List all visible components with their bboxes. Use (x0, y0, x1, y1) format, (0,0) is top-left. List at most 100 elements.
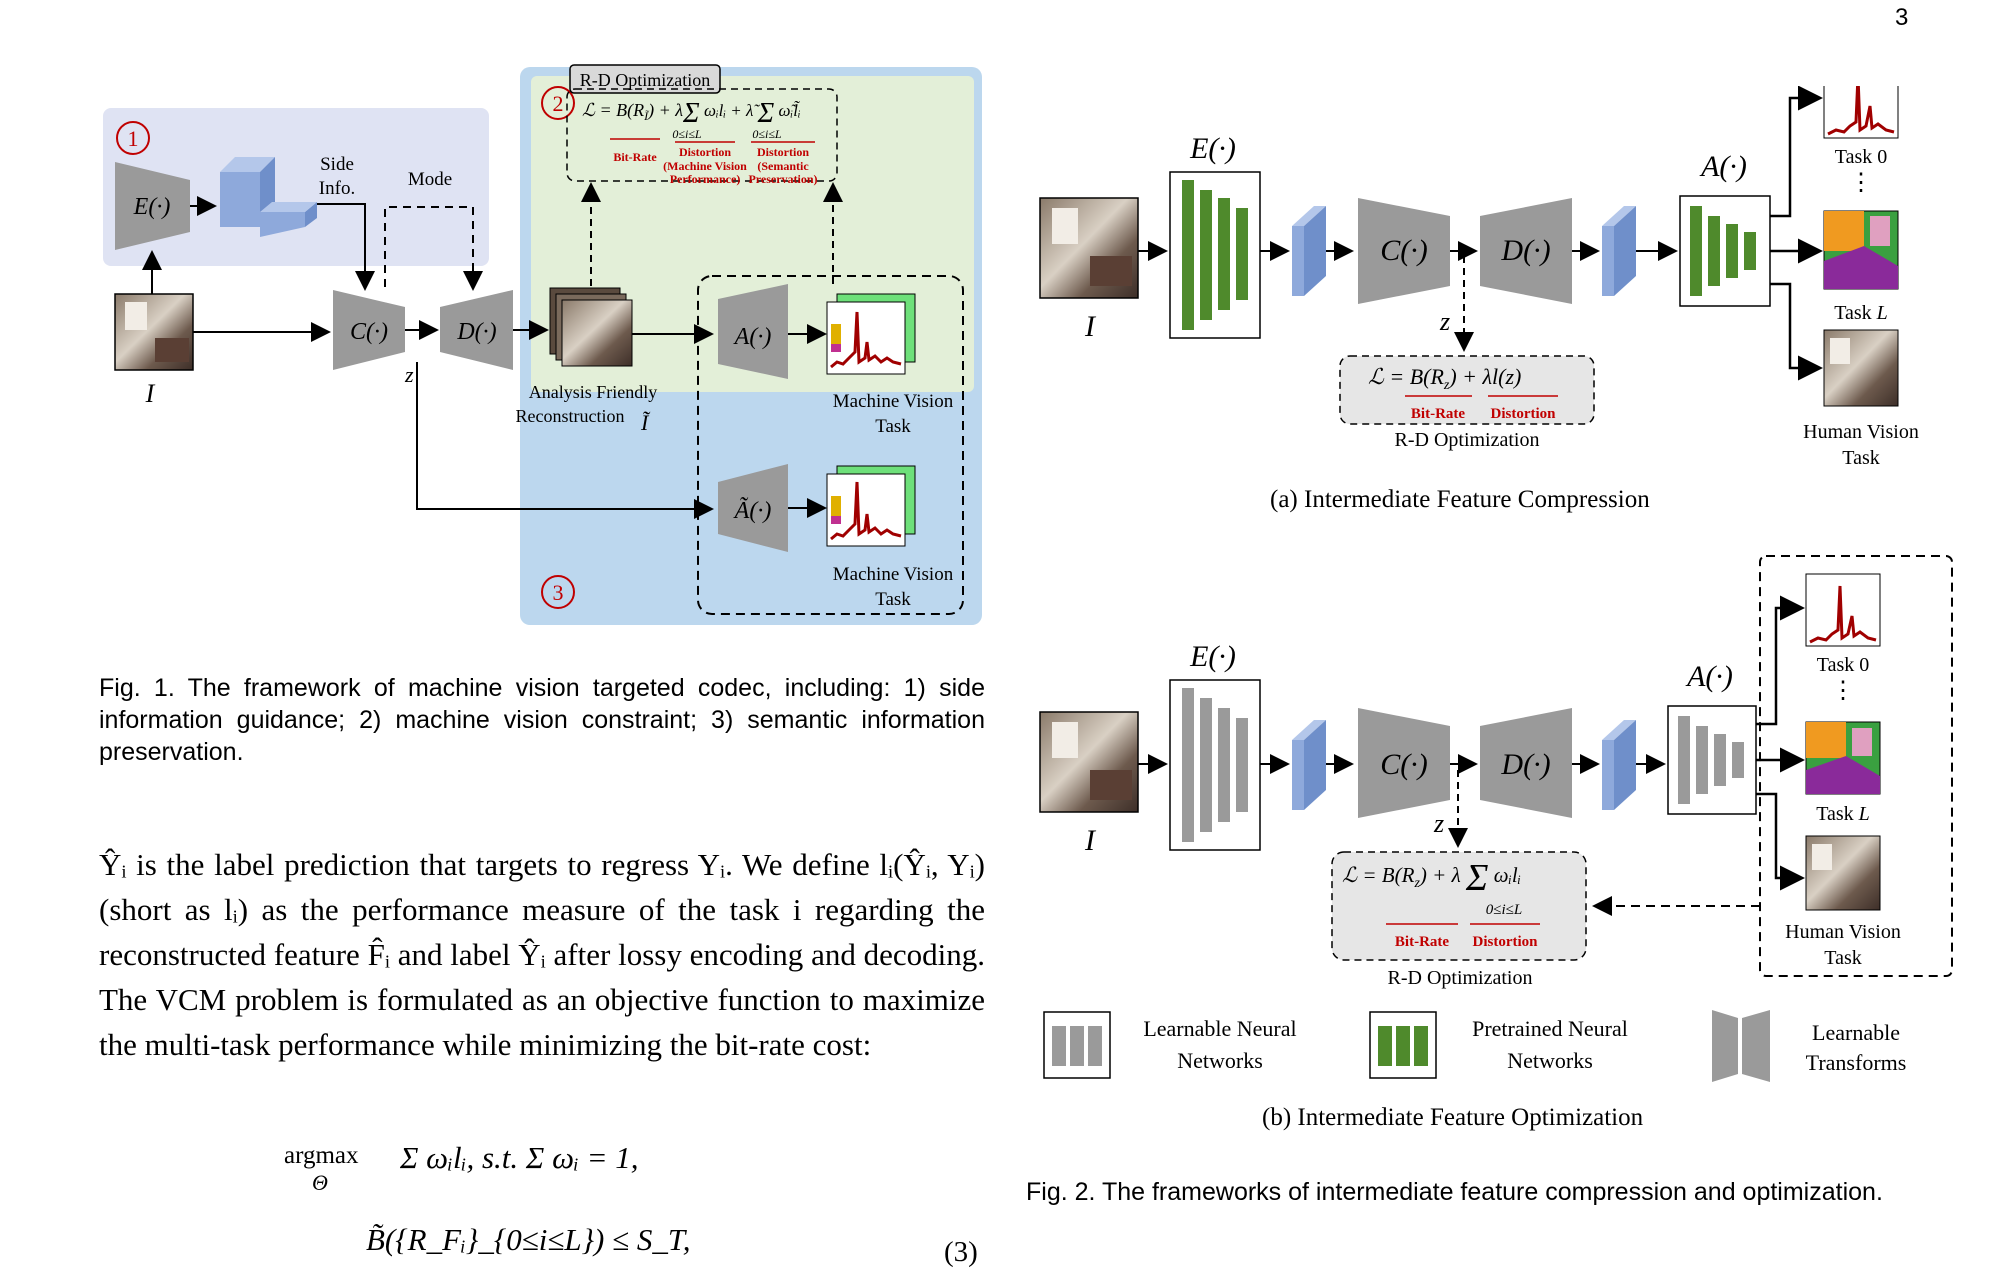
fig2a-compress-label: C(·) (1380, 234, 1428, 267)
side-info-cube (220, 157, 317, 237)
fig2a-bitrate: Bit-Rate (1411, 406, 1465, 422)
fig2b-task0-label: Task 0 (1817, 654, 1869, 676)
fig2b-rd-label: R-D Optimization (1388, 967, 1533, 989)
decompress-label: D(·) (456, 319, 496, 345)
recon-symbol: Ĩ (640, 410, 651, 435)
fig2a-subcaption: (a) Intermediate Feature Compression (1270, 486, 1650, 513)
fig2b-decompress-label: D(·) (1500, 748, 1550, 781)
circle-3-label: 3 (553, 580, 564, 605)
fig2b-encoder-label: E(·) (1189, 640, 1236, 673)
fig2a-rd-box (1339, 355, 1595, 425)
rd-distortion-1-sub: (Machine Vision (663, 159, 747, 173)
figure-2b: I E(·) C(·) D(·) A(·) Task 0 ⋮ Ta (1039, 555, 1953, 1082)
fig2b-latent-label: z (1433, 809, 1444, 838)
fig1-input-label: I (145, 379, 156, 408)
eq-theta: Θ (312, 1170, 328, 1195)
fig2b-tasks-region (1759, 555, 1953, 977)
recon-image-stack (549, 287, 633, 367)
eq-argmax: argmax (284, 1142, 359, 1169)
fig2b-feature-cube-1 (1292, 720, 1326, 810)
fig2a-dots: ⋮ (1849, 170, 1873, 196)
eq-number: (3) (944, 1236, 978, 1268)
fig2a-human-label-2: Task (1842, 447, 1879, 469)
fig2b-human-label-2: Task (1824, 947, 1861, 969)
compress-trapezoid (333, 290, 405, 370)
fig2b-formula: ℒ = B(Rz) + λ Σ ωᵢlᵢ (1342, 857, 1521, 899)
equation-3: argmax Θ Σ ωᵢlᵢ, s.t. Σ ωᵢ = 1, B̃({R_Fᵢ… (280, 1140, 990, 1268)
fig2a-human-label-1: Human Vision (1803, 421, 1919, 443)
fig2a-input-label: I (1084, 310, 1097, 343)
rd-bitrate: Bit-Rate (613, 150, 657, 164)
figure-2a: I E(·) C(·) D(·) A(·) Task 0 ⋮ (1039, 86, 1919, 469)
rd-box-title: R-D Optimization (580, 70, 710, 90)
fig2a-task0-label: Task 0 (1835, 146, 1887, 168)
legend-learnable-transforms-label-1: Learnable (1812, 1020, 1900, 1045)
fig2b-compress-label: C(·) (1380, 748, 1428, 781)
latent-label: z (404, 362, 414, 387)
legend-learnable-transforms-label-2: Transforms (1806, 1050, 1907, 1075)
fig2b-decompress (1480, 708, 1572, 818)
rd-distortion-2-sub: (Semantic (757, 159, 809, 173)
mv-task-label-2a: Machine Vision (833, 564, 954, 585)
fig2-caption: Fig. 2. The frameworks of intermediate f… (1026, 1178, 1883, 1206)
fig2a-compress (1358, 198, 1450, 304)
fig2b-input-label: I (1084, 824, 1097, 857)
mv-task-label-1a: Machine Vision (833, 391, 954, 412)
region-1-panel (103, 108, 489, 266)
side-info-label: Side (320, 154, 354, 175)
fig2b-compress (1358, 708, 1450, 818)
rd-sum-range-1: 0≤i≤L (672, 127, 702, 141)
circle-3 (541, 575, 575, 609)
fig2a-decompress-label: D(·) (1500, 234, 1550, 267)
fig2b-analyzer-label: A(·) (1685, 660, 1733, 693)
fig2b-taskL-label: Task L (1816, 803, 1870, 825)
body-paragraph: Ŷᵢ is the label prediction that targets … (99, 842, 985, 1067)
fig2a-formula: ℒ = B(Rz) + λl(z) (1368, 364, 1521, 393)
mv-task-label-1b: Task (875, 416, 911, 437)
legend-learnable-nn-label-2: Networks (1177, 1048, 1263, 1073)
rd-distortion-1-sub2: Performance) (670, 172, 741, 186)
rd-distortion-1: Distortion (679, 145, 731, 159)
decompress-trapezoid (440, 290, 513, 370)
fig2a-task0-output (1823, 86, 1899, 139)
fig2a-taskL-output (1823, 210, 1899, 290)
circle-2 (541, 86, 575, 120)
page-number: 3 (1895, 4, 1909, 31)
rd-distortion-2-sub2: Preservation) (748, 172, 817, 186)
circle-1 (116, 121, 150, 155)
recon-label-1: Analysis Friendly (529, 382, 658, 402)
fig2a-distortion: Distortion (1491, 406, 1557, 422)
fig2a-rd-label: R-D Optimization (1395, 429, 1540, 451)
figure-1: 1 2 3 E(·) Side Info. Mode I C(·) z D(·)… (103, 64, 982, 625)
fig2b-rd-box (1331, 851, 1587, 961)
analyzer-tilde-label: Ã(·) (733, 497, 772, 524)
fig2b-human-label-1: Human Vision (1785, 921, 1901, 943)
fig2a-encoder-label: E(·) (1189, 132, 1236, 165)
fig2b-sum-range: 0≤i≤L (1486, 902, 1522, 918)
mv-task-output-2 (826, 465, 916, 547)
fig1-caption: Fig. 1. The framework of machine vision … (99, 674, 985, 766)
fig2a-human-output (1823, 329, 1899, 407)
rd-distortion-2: Distortion (757, 145, 809, 159)
legend-learnable-nn (1043, 1011, 1111, 1079)
fig2a-decompress (1480, 198, 1572, 304)
fig2b-task0-output (1805, 573, 1881, 647)
circle-2-label: 2 (553, 91, 564, 116)
encoder-trapezoid (115, 162, 190, 250)
eq-line1: Σ ωᵢlᵢ, s.t. Σ ωᵢ = 1, (400, 1140, 639, 1175)
legend-learnable-nn-label-1: Learnable Neural (1143, 1016, 1296, 1041)
fig2b-feature-cube-2 (1602, 720, 1636, 810)
fig2b-human-output (1805, 835, 1881, 911)
fig2a-feature-cube-2 (1602, 206, 1636, 296)
semantic-region-box (697, 275, 964, 615)
side-info-label-2: Info. (319, 178, 355, 199)
legend-pretrained-nn (1369, 1011, 1437, 1079)
fig2a-analyzer-label: A(·) (1699, 150, 1747, 183)
analyzer-tilde-trapezoid (718, 464, 788, 552)
fig2a-latent-label: z (1439, 307, 1450, 336)
circle-1-label: 1 (128, 126, 139, 151)
mv-task-label-2b: Task (875, 589, 911, 610)
body-paragraph-text: Ŷᵢ is the label prediction that targets … (99, 847, 985, 1062)
recon-label-2: Reconstruction (516, 406, 625, 426)
fig2b-bitrate: Bit-Rate (1395, 934, 1449, 950)
